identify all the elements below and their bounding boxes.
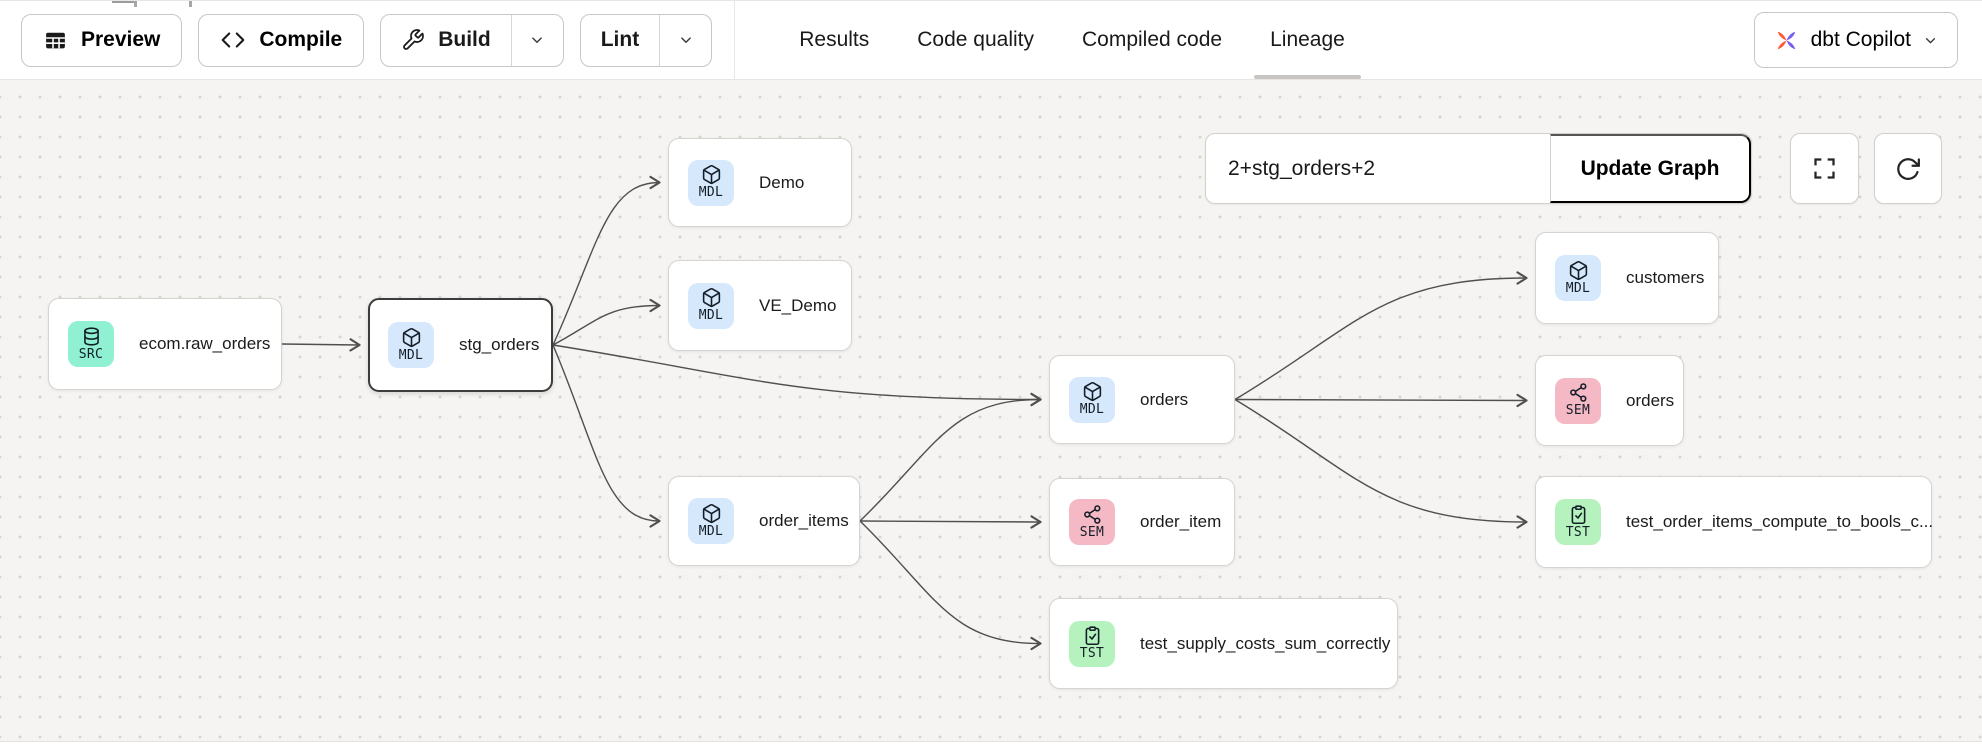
lint-dropdown-button[interactable] [659, 14, 711, 66]
lint-split-button: Lint [579, 13, 713, 67]
dbt-copilot-label: dbt Copilot [1810, 28, 1911, 51]
share-network-icon: SEM [1555, 377, 1601, 424]
build-label: Build [438, 28, 491, 51]
cube-icon: MDL [688, 498, 734, 544]
clipboard-check-icon: TST [1069, 620, 1115, 667]
preview-label: Preview [81, 28, 161, 51]
tab-lineage[interactable]: Lineage [1246, 1, 1369, 79]
chevron-down-icon [677, 31, 695, 49]
clipboard-check-icon: TST [1555, 499, 1601, 545]
selector-group: 2+stg_orders+2 Update Graph [1205, 133, 1752, 204]
cube-icon: MDL [1069, 376, 1115, 423]
tab-compiled-code[interactable]: Compiled code [1058, 1, 1246, 79]
cube-icon: MDL [688, 282, 734, 329]
node-type-label: TST [1079, 646, 1105, 661]
node-label: VE_Demo [759, 295, 837, 315]
lineage-node-order_item_sem[interactable]: SEM order_item [1049, 478, 1235, 566]
node-type-label: MDL [398, 347, 424, 363]
compile-button[interactable]: Compile [198, 13, 365, 67]
lineage-node-orders_sem[interactable]: SEM orders [1535, 355, 1684, 446]
build-split-button: Build [380, 13, 564, 67]
preview-button[interactable]: Preview [21, 13, 183, 67]
code-icon [220, 27, 246, 53]
lineage-node-order_items[interactable]: MDL order_items [668, 476, 860, 566]
node-label: test_order_items_compute_to_bools_c... [1626, 512, 1934, 531]
lineage-node-demo[interactable]: MDL Demo [668, 138, 852, 227]
refresh-icon [1894, 155, 1922, 183]
lint-label: Lint [600, 28, 640, 51]
node-type-label: TST [1565, 524, 1591, 540]
compile-label: Compile [259, 28, 343, 51]
tab-code-quality[interactable]: Code quality [893, 1, 1058, 79]
node-type-label: MDL [698, 308, 724, 323]
fullscreen-icon [1811, 155, 1838, 182]
share-network-icon: SEM [1069, 499, 1115, 545]
toolbar: Preview Compile Build [0, 1, 1982, 79]
lineage-node-test_supply[interactable]: TST test_supply_costs_sum_correctly [1049, 598, 1398, 689]
fullscreen-button[interactable] [1790, 133, 1859, 204]
node-type-label: MDL [698, 185, 724, 200]
node-type-label: SRC [78, 346, 104, 362]
tab-label: Results [799, 28, 870, 51]
tab-label: Code quality [917, 28, 1034, 51]
editor-tab-remnant [112, 1, 136, 3]
lineage-node-customers[interactable]: MDL customers [1535, 232, 1719, 324]
node-label: orders [1140, 389, 1189, 409]
lineage-node-stg_orders[interactable]: MDL stg_orders [368, 298, 553, 392]
refresh-button[interactable] [1874, 133, 1942, 204]
node-label: customers [1626, 268, 1705, 287]
cube-icon: MDL [1555, 255, 1601, 301]
bottom-panel-edge [0, 741, 1982, 748]
lineage-node-orders_mdl[interactable]: MDL orders [1049, 355, 1235, 444]
lineage-node-raw_orders[interactable]: SRC ecom.raw_orders [48, 298, 282, 390]
database-icon: SRC [68, 321, 114, 367]
cube-icon: MDL [688, 159, 734, 206]
node-type-label: SEM [1565, 403, 1591, 418]
toolbar-divider [734, 1, 736, 79]
editor-tab-tick [134, 1, 137, 7]
node-label: order_items [759, 511, 849, 530]
lineage-node-ve_demo[interactable]: MDL VE_Demo [668, 260, 852, 351]
node-label: orders [1626, 390, 1675, 410]
node-label: ecom.raw_orders [139, 334, 271, 353]
tab-label: Lineage [1270, 28, 1345, 51]
build-button[interactable]: Build [381, 15, 511, 66]
chevron-down-icon [1922, 32, 1939, 49]
cube-icon: MDL [388, 322, 434, 368]
node-label: Demo [759, 172, 805, 192]
lineage-selector-input[interactable]: 2+stg_orders+2 [1228, 156, 1376, 180]
result-tabs: Results Code quality Compiled code Linea… [775, 1, 1369, 79]
wrench-icon [401, 28, 425, 52]
node-type-label: MDL [698, 523, 724, 539]
node-label: stg_orders [459, 335, 540, 354]
chevron-down-icon [528, 31, 546, 49]
lint-button[interactable]: Lint [581, 15, 659, 66]
dbt-copilot-button[interactable]: dbt Copilot [1753, 12, 1958, 68]
node-type-label: SEM [1079, 524, 1105, 540]
lineage-node-test_order_items[interactable]: TST test_order_items_compute_to_bools_c..… [1535, 476, 1934, 568]
build-dropdown-button[interactable] [510, 14, 563, 66]
table-icon [43, 28, 68, 53]
node-label: test_supply_costs_sum_correctly [1140, 633, 1391, 653]
tab-results[interactable]: Results [775, 1, 893, 79]
node-label: order_item [1140, 512, 1222, 531]
dbt-copilot-logo-icon [1773, 27, 1800, 54]
node-type-label: MDL [1565, 280, 1591, 296]
update-graph-button[interactable]: Update Graph [1550, 134, 1751, 203]
node-type-label: MDL [1079, 402, 1105, 417]
pane-divider-tick [189, 1, 192, 7]
tab-label: Compiled code [1082, 28, 1223, 51]
